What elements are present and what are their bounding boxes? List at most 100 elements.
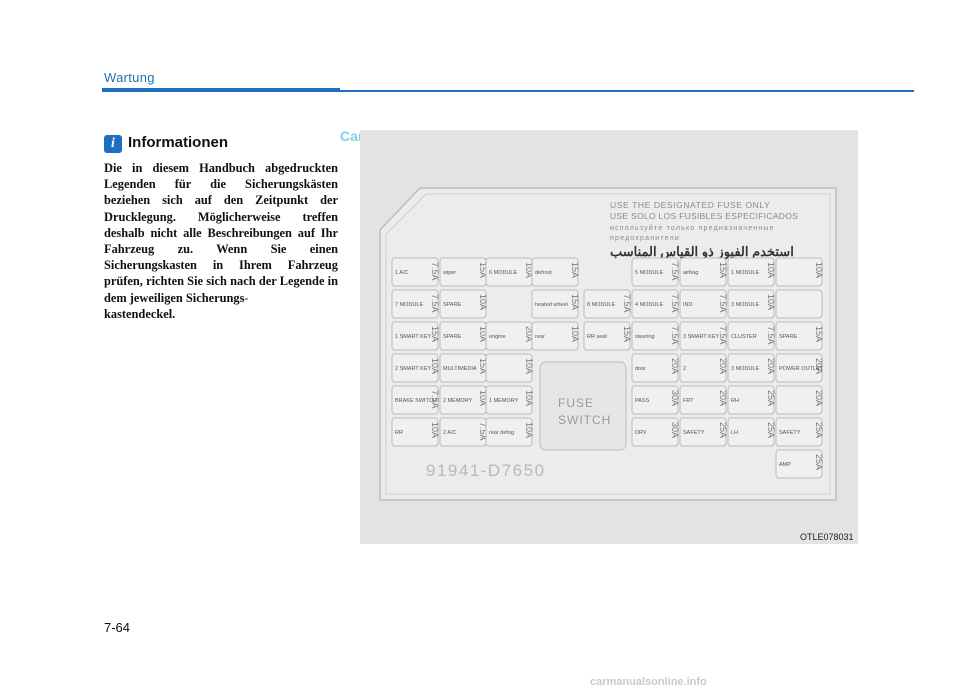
fuse-rating: 20A [814,358,824,374]
fuse-label: 3 SMART KEY [683,334,720,340]
fuse-rating: 15A [814,326,824,342]
fuse-rating: 10A [570,326,580,342]
fuse-label: rear [535,334,545,340]
fuse-cell-box [485,385,533,415]
fuse-cell-box [679,385,727,415]
fuse-rating: 10A [766,294,776,310]
fuse-cell: 10A [775,257,824,287]
footer-watermark: carmanualsonline.info [590,676,707,688]
fuse-rating: 10A [430,422,440,438]
warning-line-4: предохранители [610,235,680,242]
fuse-label: defrost [535,270,552,276]
fuse-cell-box [727,353,775,383]
fuse-cell: 2 A/C 7.5A [439,417,488,447]
fuse-cell: defrost 15A [531,257,580,287]
fuse-label: BRAKE SWITCH [395,398,437,404]
fuse-cell-box [727,321,775,351]
fuse-label: SPARE [443,302,462,308]
fuse-rating: 15A [570,262,580,278]
fuse-cell-box [631,289,679,319]
fuse-label: 7 MODULE [395,302,423,308]
fuse-rating: 7.5A [670,326,680,345]
fuse-cell-box [631,385,679,415]
header-rule-thin [340,90,914,92]
fuse-rating: 7.5A [478,422,488,441]
info-body: Die in diesem Handbuch abgedruckten Lege… [104,160,338,322]
fuse-cell: rear 10A [531,321,580,351]
fuse-label: 1 SMART KEY [395,334,432,340]
fuse-rating: 30A [670,390,680,406]
fuse-cell-box [727,289,775,319]
fuse-rating: 20A [766,358,776,374]
fuse-rating: 7.5A [670,294,680,313]
fuse-label: SAFETY [683,430,705,436]
fuse-rating: 30A [670,422,680,438]
fuse-rating: 15A [718,262,728,278]
info-body-text: Die in diesem Handbuch abgedruckten Lege… [104,161,338,305]
fuse-cell-box [679,289,727,319]
fuse-cell-box [775,385,823,415]
fuse-cell-box [531,257,579,287]
fuse-label: 2 A/C [443,430,456,436]
fuse-rating: 15A [622,326,632,342]
fuse-cell-box [775,257,823,287]
fuse-cell: 7 MODULE 7.5A [391,289,440,319]
fuse-label: engine [489,334,506,340]
fuse-rating: 7.5A [766,326,776,345]
fuse-rating: 7.5A [622,294,632,313]
fuse-rating: 7.5A [718,326,728,345]
fuse-label: PASS [635,398,650,404]
fuse-label: wiper [442,270,456,276]
fuse-cell-box [391,417,439,447]
fuse-rating: 10A [524,390,534,406]
fuse-rating: 10A [430,358,440,374]
fuse-cell: 20A [775,385,824,415]
fuse-label: SPARE [779,334,798,340]
fuse-rating: 20A [718,358,728,374]
figure-code: OTLE078031 [800,532,854,542]
fuse-label: RR seat [587,334,607,340]
fuse-rating: 25A [718,422,728,438]
fuse-rating: 10A [524,358,534,374]
fuse-cell-box [775,417,823,447]
fuse-rating: 7.5A [430,262,440,281]
fuse-cell-box [679,353,727,383]
fuse-label: POWER OUTLET [779,366,824,372]
fuse-cell-box [679,417,727,447]
fuse-rating: 15A [478,262,488,278]
fuse-label: RR [395,430,403,436]
info-icon: i [104,135,122,153]
section-title: Wartung [104,70,155,85]
fuse-rating: 20A [670,358,680,374]
fuse-cell-box [679,321,727,351]
fusebox-figure: USE THE DESIGNATED FUSE ONLY USE SOLO LO… [360,130,858,544]
fuse-label: 2 MEMORY [443,398,473,404]
warning-line-5: استخدم الفيوز ذو القياس المناسب [610,244,794,260]
fuse-cell: SPARE 15A [775,321,824,351]
fuse-cell: door 20A [631,353,680,383]
fuse-label: steering [635,334,655,340]
fuse-rating: 10A [524,422,534,438]
fuse-cell-box [775,321,823,351]
fuse-rating: 10A [524,262,534,278]
fuse-rating: 7.5A [430,294,440,313]
fuse-label: 1 A/C [395,270,408,276]
fuse-cell-box [391,289,439,319]
fuse-cell: wiper 15A [439,257,488,287]
fuse-cell-box [775,353,823,383]
fuse-cell-box [727,417,775,447]
fuse-label: door [635,366,646,372]
